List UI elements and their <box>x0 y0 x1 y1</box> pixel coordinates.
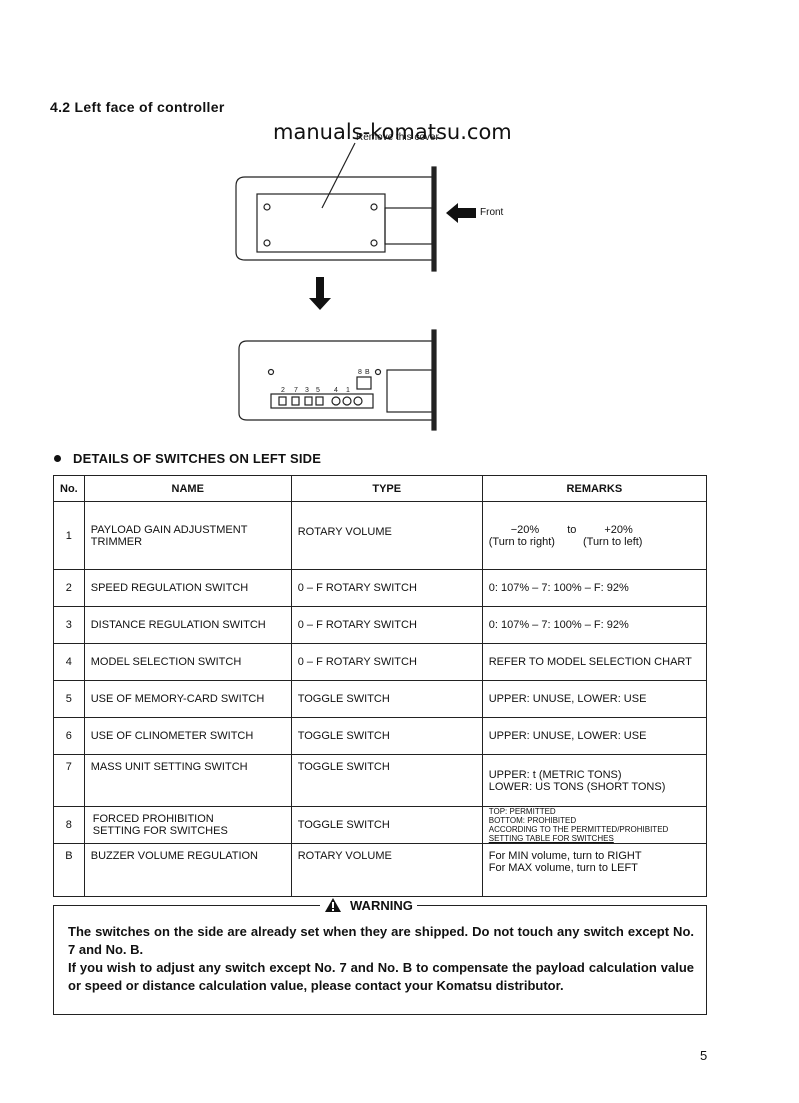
cell-type: 0 – F ROTARY SWITCH <box>290 606 483 644</box>
name-line: FORCED PROHIBITION <box>92 813 214 825</box>
table-row: 7 MASS UNIT SETTING SWITCH TOGGLE SWITCH… <box>53 754 708 807</box>
switch-number-b: B <box>365 369 370 376</box>
header-type: TYPE <box>290 475 483 502</box>
remark-minus: −20% <box>510 523 540 536</box>
cell-remarks: For MIN volume, turn to RIGHT For MAX vo… <box>481 843 708 897</box>
remark-line: ACCORDING TO THE PERMITTED/PROHIBITED <box>488 825 669 834</box>
cell-type: TOGGLE SWITCH <box>290 806 483 844</box>
switch-number-2: 2 <box>281 387 285 394</box>
cell-type: ROTARY VOLUME <box>290 843 483 897</box>
cell-remarks: UPPER: UNUSE, LOWER: USE <box>481 717 708 755</box>
cell-name: PAYLOAD GAIN ADJUSTMENT TRIMMER <box>83 501 292 570</box>
header-remarks: REMARKS <box>481 475 708 502</box>
section-title: 4.2 Left face of controller <box>50 99 225 115</box>
cell-no: 8 <box>53 806 85 844</box>
cell-name: FORCED PROHIBITION SETTING FOR SWITCHES <box>83 806 292 844</box>
cell-name: MASS UNIT SETTING SWITCH <box>83 754 292 807</box>
table-row: 8 FORCED PROHIBITION SETTING FOR SWITCHE… <box>53 806 708 844</box>
remark-line: SETTING TABLE FOR SWITCHES <box>488 834 614 843</box>
cell-name: BUZZER VOLUME REGULATION <box>83 843 292 897</box>
warning-line: If you wish to adjust any switch except … <box>68 960 694 993</box>
cell-remarks: UPPER: UNUSE, LOWER: USE <box>481 680 708 718</box>
controller-diagram: 2 7 3 5 4 1 8 B <box>235 142 476 431</box>
cell-no: 1 <box>53 501 85 570</box>
cell-type: 0 – F ROTARY SWITCH <box>290 569 483 607</box>
name-line: SETTING FOR SWITCHES <box>92 825 228 837</box>
cell-no: 7 <box>53 754 85 807</box>
table-row: 2 SPEED REGULATION SWITCH 0 – F ROTARY S… <box>53 569 708 607</box>
cell-name: USE OF CLINOMETER SWITCH <box>83 717 292 755</box>
table-header-row: No. NAME TYPE REMARKS <box>53 475 708 502</box>
remark-line: For MAX volume, turn to LEFT <box>488 862 638 874</box>
cell-remarks: UPPER: t (METRIC TONS) LOWER: US TONS (S… <box>481 754 708 807</box>
cell-no: 3 <box>53 606 85 644</box>
remark-line: For MIN volume, turn to RIGHT <box>488 850 642 862</box>
switch-number-4: 4 <box>334 387 338 394</box>
remark-left: (Turn to left) <box>582 535 643 548</box>
cell-type: TOGGLE SWITCH <box>290 680 483 718</box>
cell-no: 5 <box>53 680 85 718</box>
table-row: B BUZZER VOLUME REGULATION ROTARY VOLUME… <box>53 843 708 897</box>
warning-heading: WARNING <box>320 897 417 913</box>
cell-remarks: 0: 107% – 7: 100% – F: 92% <box>481 569 708 607</box>
cell-no: 6 <box>53 717 85 755</box>
cell-no: 2 <box>53 569 85 607</box>
cell-no: B <box>53 843 85 897</box>
warning-icon <box>325 898 341 912</box>
cell-name: SPEED REGULATION SWITCH <box>83 569 292 607</box>
cell-remarks: TOP: PERMITTED BOTTOM: PROHIBITED ACCORD… <box>481 806 708 844</box>
cell-name: USE OF MEMORY-CARD SWITCH <box>83 680 292 718</box>
remark-line: TOP: PERMITTED <box>488 807 556 816</box>
watermark: manuals-komatsu.com <box>273 120 512 144</box>
remark-plus: +20% <box>604 523 633 536</box>
cell-type: TOGGLE SWITCH <box>290 754 483 807</box>
cell-remarks: 0: 107% – 7: 100% – F: 92% <box>481 606 708 644</box>
remark-right: (Turn to right) <box>488 535 555 548</box>
cell-remarks: REFER TO MODEL SELECTION CHART <box>481 643 708 681</box>
remark-line: LOWER: US TONS (SHORT TONS) <box>488 780 666 793</box>
switch-number-8: 8 <box>358 369 362 376</box>
remark-to: to <box>567 523 577 536</box>
details-title: DETAILS OF SWITCHES ON LEFT SIDE <box>73 451 322 466</box>
cover-label: Remove this cover <box>356 132 439 143</box>
table-row: 1 PAYLOAD GAIN ADJUSTMENT TRIMMER ROTARY… <box>53 501 708 570</box>
table-row: 5 USE OF MEMORY-CARD SWITCH TOGGLE SWITC… <box>53 680 708 718</box>
switch-number-5: 5 <box>316 387 320 394</box>
front-label: Front <box>480 207 504 218</box>
cell-type: TOGGLE SWITCH <box>290 717 483 755</box>
remark-line: UPPER: t (METRIC TONS) <box>488 768 622 781</box>
header-name: NAME <box>83 475 292 502</box>
cell-no: 4 <box>53 643 85 681</box>
page-number: 5 <box>700 1048 708 1063</box>
warning-line: The switches on the side are already set… <box>68 924 694 957</box>
table-row: 3 DISTANCE REGULATION SWITCH 0 – F ROTAR… <box>53 606 708 644</box>
cell-type: ROTARY VOLUME <box>290 501 483 570</box>
cell-remarks: −20% to +20% (Turn to right) (Turn to le… <box>481 501 708 570</box>
warning-text: The switches on the side are already set… <box>68 923 694 995</box>
remark-line: BOTTOM: PROHIBITED <box>488 816 577 825</box>
switch-number-1: 1 <box>346 387 350 394</box>
header-no: No. <box>53 475 85 502</box>
cell-type: 0 – F ROTARY SWITCH <box>290 643 483 681</box>
cell-name: DISTANCE REGULATION SWITCH <box>83 606 292 644</box>
details-heading: DETAILS OF SWITCHES ON LEFT SIDE <box>54 451 321 466</box>
table-row: 6 USE OF CLINOMETER SWITCH TOGGLE SWITCH… <box>53 717 708 755</box>
cell-name: MODEL SELECTION SWITCH <box>83 643 292 681</box>
switch-table: No. NAME TYPE REMARKS 1 PAYLOAD GAIN ADJ… <box>53 475 708 897</box>
switch-number-7: 7 <box>294 387 298 394</box>
bullet-icon <box>54 455 61 463</box>
table-row: 4 MODEL SELECTION SWITCH 0 – F ROTARY SW… <box>53 643 708 681</box>
switch-number-3: 3 <box>305 387 309 394</box>
warning-title: WARNING <box>350 897 413 913</box>
